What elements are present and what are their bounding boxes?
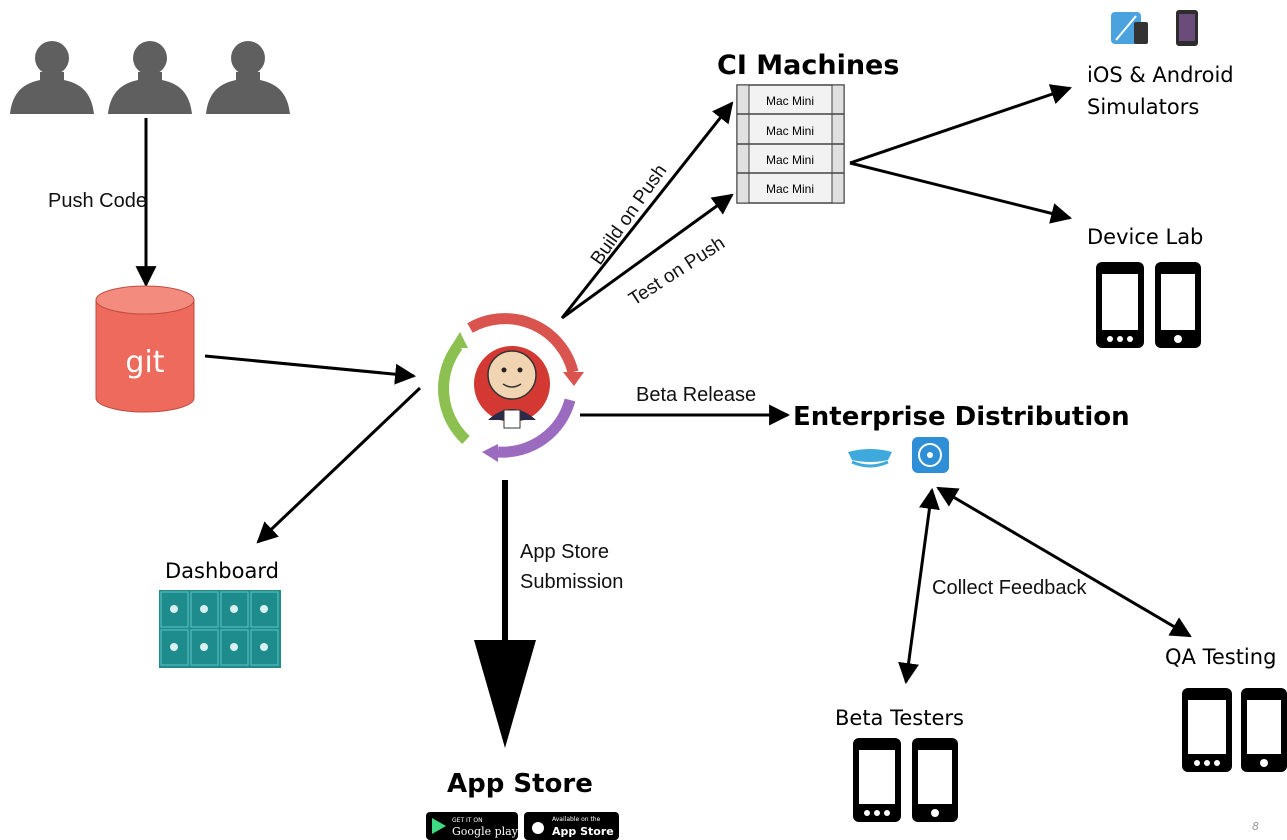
- apple-small: Available on the: [552, 816, 601, 823]
- beta-testers-phones-icon: [853, 738, 958, 822]
- device-lab-title: Device Lab: [1087, 225, 1203, 249]
- qa-testing-phones-icon: [1182, 688, 1287, 772]
- simulators-title-line2: Simulators: [1087, 95, 1199, 119]
- google-play-badge[interactable]: GET IT ON Google play: [426, 812, 519, 840]
- arrow-feedback-beta: [898, 487, 940, 685]
- edge-label-beta-release: Beta Release: [636, 384, 756, 406]
- arrow-to-device-lab: [849, 161, 1073, 224]
- edge-label-test-on-push: Test on Push: [625, 233, 729, 310]
- arrow-git-to-jenkins: [204, 354, 417, 385]
- app-store-title: App Store: [447, 769, 593, 799]
- simulators-title-line1: iOS & Android: [1087, 63, 1234, 87]
- jenkins-icon: [438, 313, 584, 462]
- hockeyapp-icon: [848, 449, 892, 468]
- arrow-feedback-qa: [936, 486, 1192, 638]
- edge-label-collect-feedback: Collect Feedback: [932, 577, 1088, 599]
- arrow-build-on-push: [560, 101, 734, 319]
- qa-testing-title: QA Testing: [1165, 645, 1276, 669]
- device-lab-phones-icon: [1096, 262, 1201, 348]
- arrow-app-store-submission: [474, 480, 536, 748]
- edge-label-app-store-line2: Submission: [520, 571, 623, 593]
- ci-machines-title: CI Machines: [717, 50, 899, 81]
- ci-machines-rack: Mac Mini Mac Mini Mac Mini Mac Mini: [736, 84, 845, 204]
- edge-label-push-code: Push Code: [48, 190, 147, 212]
- mac-mini-1: Mac Mini: [766, 94, 814, 108]
- git-label: git: [125, 345, 164, 380]
- mac-mini-2: Mac Mini: [766, 124, 814, 138]
- testflight-icon: [912, 437, 949, 473]
- git-repository-icon: git: [95, 285, 195, 413]
- apple-main: App Store: [552, 825, 614, 838]
- arrow-test-on-push: [561, 193, 734, 320]
- google-play-small: GET IT ON: [452, 817, 483, 824]
- enterprise-distribution-title: Enterprise Distribution: [793, 402, 1130, 432]
- android-emulator-icon: [1176, 10, 1198, 46]
- beta-testers-title: Beta Testers: [835, 706, 964, 730]
- mac-mini-3: Mac Mini: [766, 153, 814, 167]
- xcode-simulator-icon: [1111, 12, 1148, 44]
- connector-arrows: [135, 84, 1192, 685]
- google-play-main: Google play: [452, 825, 519, 838]
- dashboard-grid: [159, 590, 281, 668]
- page-number: 8: [1252, 820, 1259, 833]
- edge-label-build-on-push: Build on Push: [587, 161, 671, 269]
- edge-label-app-store-line1: App Store: [520, 541, 609, 563]
- arrow-to-simulators: [849, 84, 1072, 165]
- developers-icon: [10, 41, 290, 114]
- arrow-to-dashboard: [256, 386, 422, 544]
- mac-mini-4: Mac Mini: [766, 182, 814, 196]
- dashboard-title: Dashboard: [165, 559, 279, 583]
- apple-app-store-badge[interactable]: Available on the App Store: [524, 812, 619, 840]
